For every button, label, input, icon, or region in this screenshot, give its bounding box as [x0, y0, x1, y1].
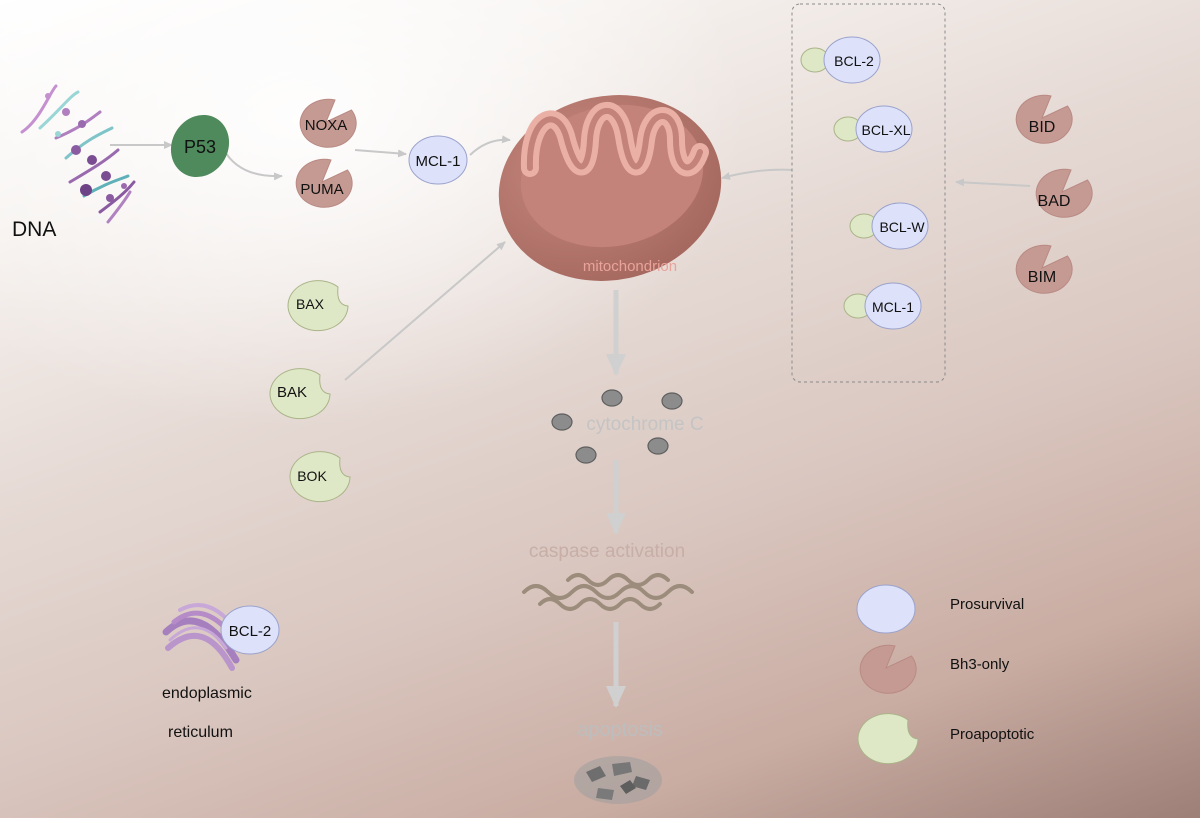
arrow-noxa-mcl1 — [354, 149, 407, 158]
p53-node: P53 — [170, 114, 230, 178]
er-label-line1: endoplasmic — [162, 685, 252, 702]
complex-bclxl: BCL-XL — [833, 105, 913, 153]
bim-shape — [1015, 244, 1073, 294]
complex-bclxl-label: BCL-XL — [861, 122, 910, 138]
arrow-bak-mito — [344, 241, 506, 381]
legend-proapoptotic-swatch — [857, 713, 919, 765]
puma-label: PUMA — [300, 181, 343, 198]
bax-node: BAX — [287, 280, 349, 332]
bax-label: BAX — [296, 296, 325, 312]
legend-bh3-label: Bh3-only — [950, 656, 1010, 673]
arrow-bcl2family-mito — [721, 168, 793, 180]
complex-mcl1: MCL-1 — [843, 282, 922, 330]
mitochondrion-label: mitochondrion — [583, 258, 677, 275]
cytochrome-particle — [551, 413, 573, 431]
bad-label: BAD — [1038, 193, 1071, 210]
bak-label: BAK — [277, 384, 307, 401]
legend-bh3-swatch — [859, 644, 917, 694]
bok-node: BOK — [289, 451, 351, 503]
apoptosis-label: apoptosis — [577, 719, 663, 741]
apoptotic-body-icon — [574, 756, 662, 804]
er-bcl2-label: BCL-2 — [229, 623, 272, 640]
arrow-bh3only-bcl2family — [955, 178, 1031, 187]
cytochrome-particle — [647, 437, 669, 455]
dna-label: DNA — [12, 218, 56, 241]
bim-node: BIM — [1015, 244, 1073, 294]
mcl1-left-shape — [408, 135, 468, 185]
p53-label: P53 — [184, 137, 216, 157]
bid-node: BID — [1015, 94, 1073, 144]
er-bcl2-node: BCL-2 — [220, 605, 280, 655]
noxa-label: NOXA — [305, 117, 348, 134]
noxa-node: NOXA — [299, 98, 357, 148]
complex-bcl2-label: BCL-2 — [834, 53, 874, 69]
cytochrome-c-particles — [551, 389, 683, 464]
bad-shape — [1035, 168, 1093, 218]
cytochrome-particle — [661, 392, 683, 410]
arrow-mcl1-mito — [469, 135, 511, 156]
complex-bcl2: BCL-2 — [800, 36, 881, 84]
arrows — [110, 135, 1031, 381]
cytochrome-c-label: cytochrome C — [586, 414, 703, 435]
caspase-activation-label: caspase activation — [529, 541, 685, 562]
bid-label: BID — [1029, 119, 1056, 136]
bid-shape — [1015, 94, 1073, 144]
arrow-p53-puma — [223, 149, 283, 181]
bok-shape — [289, 451, 351, 503]
legend-proapoptotic-label: Proapoptotic — [950, 726, 1035, 743]
bad-node: BAD — [1035, 168, 1093, 218]
bax-shape — [287, 280, 349, 332]
legend: Prosurvival Bh3-only Proapoptotic — [856, 584, 1035, 765]
cytochrome-particle — [601, 389, 623, 407]
complex-bclw-label: BCL-W — [879, 219, 925, 235]
bak-node: BAK — [269, 368, 331, 420]
puma-shape — [295, 158, 353, 208]
mcl1-left-node: MCL-1 — [408, 135, 468, 185]
dna-icon — [20, 84, 136, 224]
mcl1-left-label: MCL-1 — [415, 153, 460, 170]
er-label-line2: reticulum — [168, 724, 233, 741]
noxa-shape — [299, 98, 357, 148]
complex-bclw: BCL-W — [849, 202, 929, 250]
legend-prosurvival-swatch — [856, 584, 916, 634]
puma-node: PUMA — [295, 158, 353, 208]
legend-prosurvival-label: Prosurvival — [950, 596, 1024, 613]
bcl2-family-box — [791, 3, 946, 383]
cytochrome-particle — [575, 446, 597, 464]
bak-shape — [269, 368, 331, 420]
bim-label: BIM — [1028, 269, 1056, 286]
p53-shape — [170, 114, 230, 178]
er-bcl2-shape — [220, 605, 280, 655]
mitochondrion: mitochondrion — [498, 95, 722, 281]
caspase-squiggles — [522, 573, 694, 611]
complex-mcl1-label: MCL-1 — [872, 299, 914, 315]
bok-label: BOK — [297, 468, 327, 484]
